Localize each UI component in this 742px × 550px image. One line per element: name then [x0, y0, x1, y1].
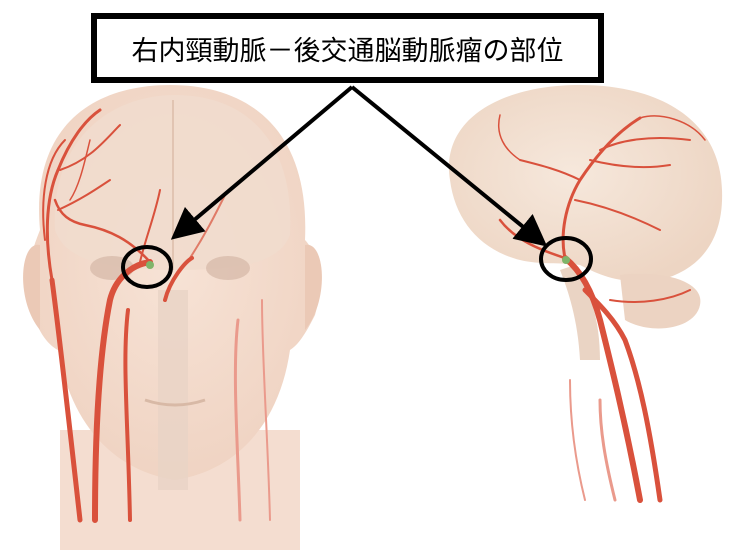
side-aneurysm-spot: [562, 256, 570, 264]
title-box: 右内頸動脈－後交通脳動脈瘤の部位: [91, 13, 604, 83]
front-aneurysm-spot: [146, 261, 154, 269]
artery-side-12: [600, 400, 615, 500]
front-brainstem: [158, 290, 188, 490]
left-ear: [23, 245, 40, 330]
diagram-title: 右内頸動脈－後交通脳動脈瘤の部位: [132, 29, 564, 68]
side-view-brain: [449, 85, 722, 500]
right-eye-socket: [206, 256, 250, 280]
front-view-head: [23, 85, 322, 550]
artery-side-13: [570, 380, 585, 500]
side-cerebrum: [449, 85, 722, 281]
